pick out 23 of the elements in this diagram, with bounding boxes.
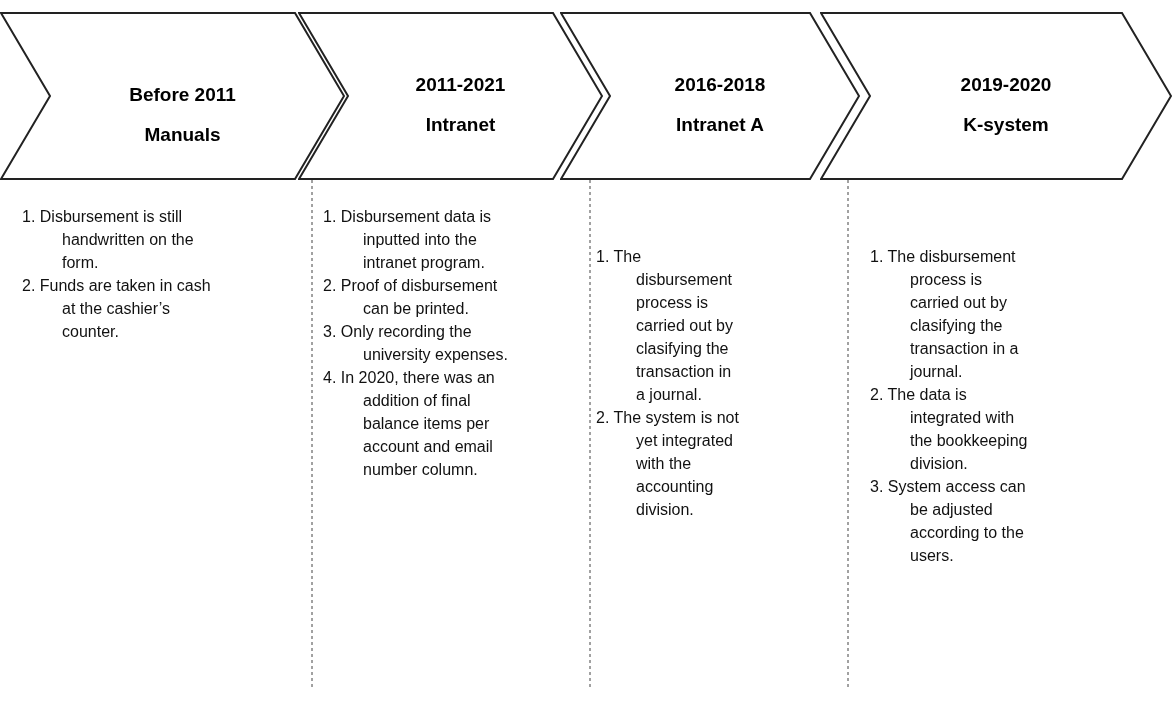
- list-item: 2. The system is not yet integrated with the accounting division.: [596, 408, 740, 520]
- list-item: 3. System access can be adjusted according to the users.: [870, 477, 1027, 566]
- period-label: 2019-2020: [960, 74, 1052, 96]
- period-label: Before 2011: [129, 84, 236, 106]
- period-label: 2011-2021: [415, 74, 506, 96]
- list-item: 1. The disbursement process is carried out by clasifying the transaction in a journal.: [596, 247, 734, 405]
- system-name: Manuals: [144, 124, 221, 146]
- period-label: 2016-2018: [674, 74, 766, 96]
- list-item: 1. Disbursement data is inputted into the intranet program.: [323, 207, 493, 273]
- list-item: 2. The data is integrated with the bookkeeping division.: [870, 385, 1029, 474]
- list-item: 2. Proof of disbursement can be printed.: [323, 276, 499, 319]
- list-item: 2. Funds are taken in cash at the cashier’s counter.: [22, 276, 212, 342]
- timeline-stage: [820, 12, 1172, 180]
- list-item: 1. The disbursement process is carried out by clasifying the transaction in a journal.: [870, 247, 1020, 382]
- list-item: 1. Disbursement is still handwritten on the form.: [22, 207, 195, 273]
- timeline-stage: [0, 12, 345, 180]
- list-item: 3. Only recording the university expenses.: [323, 322, 509, 365]
- system-name: Intranet: [425, 114, 496, 136]
- system-name: Intranet A: [676, 114, 764, 136]
- timeline-stage: [298, 12, 603, 180]
- system-name: K-system: [963, 114, 1049, 136]
- timeline-stage: [560, 12, 860, 180]
- list-item: 4. In 2020, there was an addition of final balance items per account and email number column.: [323, 368, 496, 480]
